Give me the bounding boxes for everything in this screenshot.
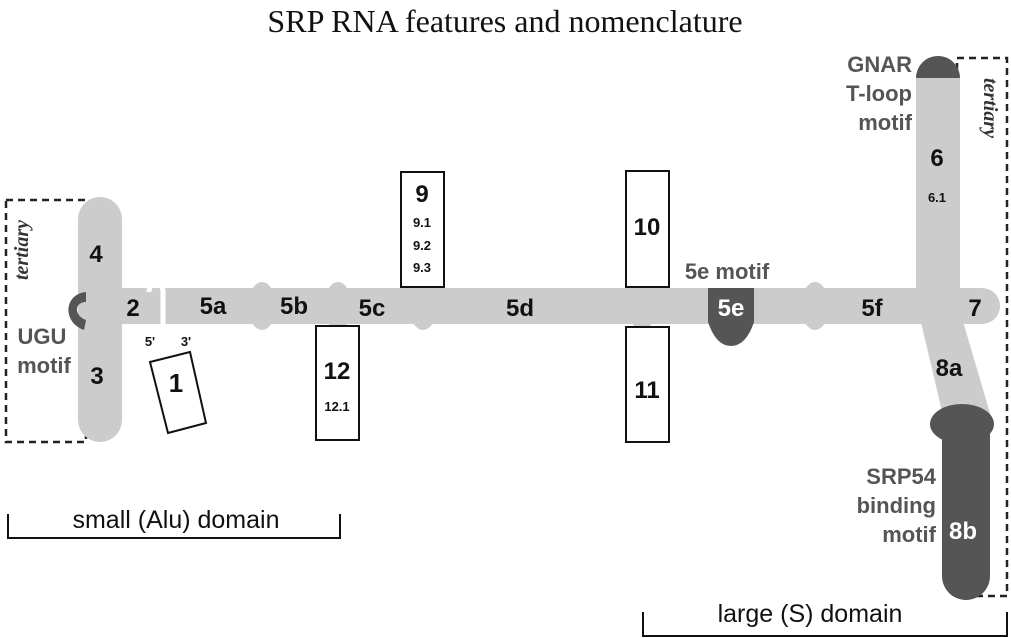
label-helix-9: 9 [415,181,428,208]
label-helix-7: 7 [968,295,981,322]
helix-3-4-stem [78,197,122,442]
srp54-label-line2: binding [857,493,936,518]
small-domain-bracket [7,514,341,539]
helix-8b-cap [930,404,994,444]
loop-5c-5d [409,282,437,330]
ugu-motif-label-line2: motif [17,353,71,378]
tertiary-box-left [4,198,88,444]
tertiary-label-left: tertiary [11,220,33,280]
label-helix-11: 11 [634,377,659,404]
label-helix-10: 10 [634,214,661,241]
label-helix-6-1: 6.1 [928,190,946,205]
helix-8a-stem [920,318,992,420]
diagram-title: SRP RNA features and nomenclature [267,3,742,39]
gnar-label-line2: T-loop [846,81,912,106]
label-helix-3: 3 [90,363,103,390]
motif-5e-label: 5e motif [685,259,770,284]
label-helix-5f: 5f [861,295,883,322]
helix-11-box [625,326,670,443]
motif-5e-block [708,288,754,346]
label-helix-6: 6 [930,145,943,172]
label-5-prime: 5' [145,334,155,349]
label-helix-9-1: 9.1 [413,215,431,230]
label-helix-2: 2 [126,295,139,322]
label-helix-1: 1 [169,368,183,398]
helix-10-box [625,170,670,288]
label-helix-8b: 8b [949,518,977,545]
label-helix-4: 4 [89,241,103,268]
label-helix-12-1: 12.1 [324,399,349,414]
ugu-crescent [68,292,86,330]
gnar-loop [916,56,960,78]
label-helix-5e: 5e [718,295,745,322]
tertiary-label-right: tertiary [979,78,1001,138]
helix-9-box [400,171,445,288]
helix-1-box [148,350,208,435]
loop-5d-5e [628,282,656,330]
helix-12-box [315,325,360,441]
label-helix-9-2: 9.2 [413,238,431,253]
helix-6-stem [916,56,960,324]
srp54-label-line3: motif [882,522,936,547]
helix-8b-stem [942,410,990,600]
label-helix-8a: 8a [936,355,963,382]
loop-5e-5f [801,282,829,330]
label-helix-9-3: 9.3 [413,260,431,275]
small-domain-label: small (Alu) domain [72,506,279,534]
label-helix-12: 12 [324,358,351,385]
label-helix-5c: 5c [359,295,386,322]
main-stem [92,288,1000,324]
strand-ends-notch [146,280,182,343]
ugu-motif-label-line1: UGU [18,324,67,349]
loop-5b-5c [324,282,352,330]
label-helix-5b: 5b [280,293,308,320]
label-helix-5a: 5a [200,293,227,320]
large-domain-label: large (S) domain [718,600,903,628]
large-domain-bracket [642,612,1008,637]
gnar-label-line3: motif [858,110,912,135]
srp54-label-line1: SRP54 [866,464,936,489]
loop-5a-5b [248,282,276,330]
label-3-prime: 3' [181,334,191,349]
label-helix-5d: 5d [506,295,534,322]
gnar-label-line1: GNAR [847,52,912,77]
